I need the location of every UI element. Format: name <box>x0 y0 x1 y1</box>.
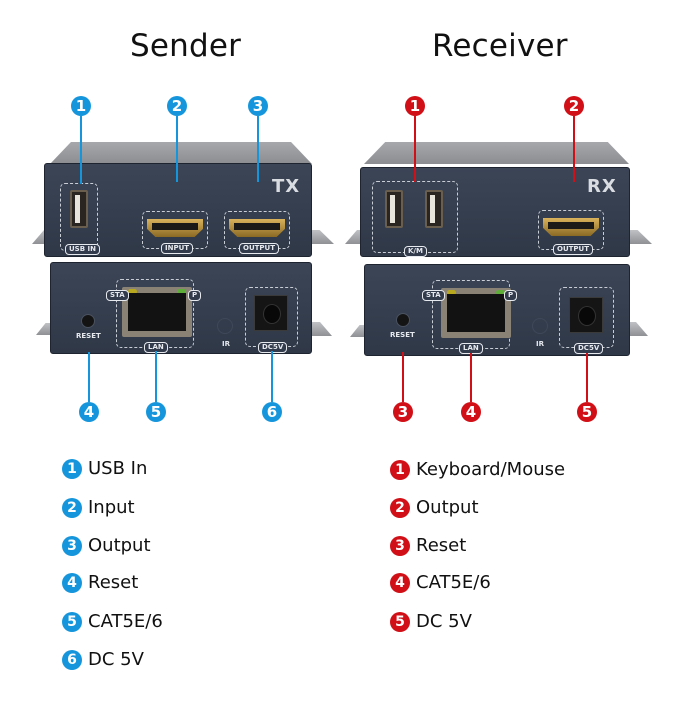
sender-legend-item: 1 USB In <box>62 458 147 479</box>
receiver-callout-line-5 <box>586 353 588 402</box>
receiver-sta-led <box>447 290 456 295</box>
legend-label: Reset <box>88 572 139 593</box>
receiver-legend-item: 2 Output <box>390 497 479 518</box>
sender-dc-jack <box>254 295 288 331</box>
sender-input-label: INPUT <box>161 243 194 254</box>
receiver-hdmi-output <box>543 218 599 236</box>
receiver-ir-label: IR <box>536 340 544 348</box>
receiver-usb-port-1 <box>385 190 403 228</box>
receiver-legend-item: 1 Keyboard/Mouse <box>390 459 565 480</box>
number-badge-icon: 5 <box>62 611 82 632</box>
sender-hdmi-output <box>229 219 285 237</box>
sender-callout-line-2 <box>176 116 178 182</box>
number-badge-icon: 3 <box>390 535 410 556</box>
receiver-flange-bottom-right <box>628 322 648 336</box>
sender-legend-item: 2 Input <box>62 497 135 518</box>
receiver-usb-port-2 <box>425 190 443 228</box>
sender-p-label: P <box>188 290 202 301</box>
receiver-title: Receiver <box>432 28 568 64</box>
receiver-p-led <box>496 290 505 295</box>
number-badge-icon: 3 <box>62 535 82 556</box>
receiver-callout-line-3 <box>402 352 404 402</box>
receiver-ir-sensor <box>532 318 548 334</box>
sender-callout-3: 3 <box>248 96 268 116</box>
legend-label: DC 5V <box>88 649 144 670</box>
sender-usb-port <box>70 190 88 228</box>
sender-brand-logo: TX <box>272 176 301 197</box>
legend-label: Output <box>416 497 479 518</box>
legend-label: DC 5V <box>416 611 472 632</box>
receiver-callout-4: 4 <box>461 402 481 422</box>
sender-reset-button[interactable] <box>81 314 95 328</box>
receiver-callout-1: 1 <box>405 96 425 116</box>
receiver-legend-item: 5 DC 5V <box>390 611 472 632</box>
legend-label: Keyboard/Mouse <box>416 459 566 480</box>
legend-label: USB In <box>88 458 148 479</box>
sender-callout-5: 5 <box>146 402 166 422</box>
sender-front-panel-top <box>44 163 312 257</box>
sender-p-led <box>177 289 186 294</box>
number-badge-icon: 1 <box>390 459 410 480</box>
receiver-flange-top-right <box>628 230 652 244</box>
sender-top-face <box>50 142 312 164</box>
sender-callout-2: 2 <box>167 96 187 116</box>
receiver-callout-3: 3 <box>393 402 413 422</box>
sender-legend-item: 6 DC 5V <box>62 649 144 670</box>
legend-label: Reset <box>416 535 467 556</box>
sender-legend-item: 5 CAT5E/6 <box>62 611 163 632</box>
receiver-legend-item: 3 Reset <box>390 535 466 556</box>
number-badge-icon: 2 <box>62 497 82 518</box>
receiver-top-face <box>364 142 629 164</box>
sender-sta-label: STA <box>106 290 129 301</box>
sender-ir-sensor <box>217 318 233 334</box>
receiver-callout-5: 5 <box>577 402 597 422</box>
receiver-legend-item: 4 CAT5E/6 <box>390 572 491 593</box>
sender-callout-line-3 <box>257 116 259 182</box>
sender-callout-line-5 <box>155 351 157 402</box>
sender-callout-line-1 <box>80 116 82 184</box>
sender-sta-led <box>128 289 137 294</box>
sender-reset-label: RESET <box>76 332 101 340</box>
receiver-callout-line-1 <box>414 116 416 182</box>
legend-label: Output <box>88 535 151 556</box>
receiver-callout-2: 2 <box>564 96 584 116</box>
sender-usb-label: USB IN <box>65 244 100 255</box>
number-badge-icon: 1 <box>62 458 82 479</box>
number-badge-icon: 6 <box>62 649 82 670</box>
number-badge-icon: 4 <box>62 572 82 593</box>
sender-rj45-port <box>122 287 192 337</box>
receiver-sta-label: STA <box>422 290 445 301</box>
sender-hdmi-input <box>147 219 203 237</box>
sender-callout-1: 1 <box>71 96 91 116</box>
sender-flange-bottom-right <box>312 322 332 336</box>
number-badge-icon: 2 <box>390 497 410 518</box>
receiver-front-panel-top <box>360 167 630 257</box>
sender-ir-label: IR <box>222 340 230 348</box>
receiver-dc-label: DC5V <box>574 343 604 354</box>
sender-flange-top-right <box>310 230 334 244</box>
receiver-callout-line-2 <box>573 116 575 182</box>
sender-legend-item: 4 Reset <box>62 572 138 593</box>
receiver-p-label: P <box>504 290 518 301</box>
legend-label: Input <box>88 497 135 518</box>
receiver-reset-label: RESET <box>390 331 415 339</box>
legend-label: CAT5E/6 <box>88 611 163 632</box>
receiver-callout-line-4 <box>470 353 472 402</box>
sender-callout-6: 6 <box>262 402 282 422</box>
sender-title: Sender <box>130 28 242 64</box>
receiver-dc-jack <box>569 297 603 333</box>
receiver-output-label: OUTPUT <box>553 244 593 255</box>
number-badge-icon: 5 <box>390 611 410 632</box>
receiver-brand-logo: RX <box>587 176 617 197</box>
receiver-rj45-port <box>441 288 511 338</box>
receiver-reset-button[interactable] <box>396 313 410 327</box>
legend-label: CAT5E/6 <box>416 572 491 593</box>
number-badge-icon: 4 <box>390 572 410 593</box>
sender-legend-item: 3 Output <box>62 535 151 556</box>
receiver-km-label: K/M <box>404 246 427 257</box>
sender-callout-line-6 <box>271 351 273 402</box>
sender-output-label: OUTPUT <box>239 243 279 254</box>
sender-callout-line-4 <box>88 352 90 402</box>
sender-callout-4: 4 <box>79 402 99 422</box>
